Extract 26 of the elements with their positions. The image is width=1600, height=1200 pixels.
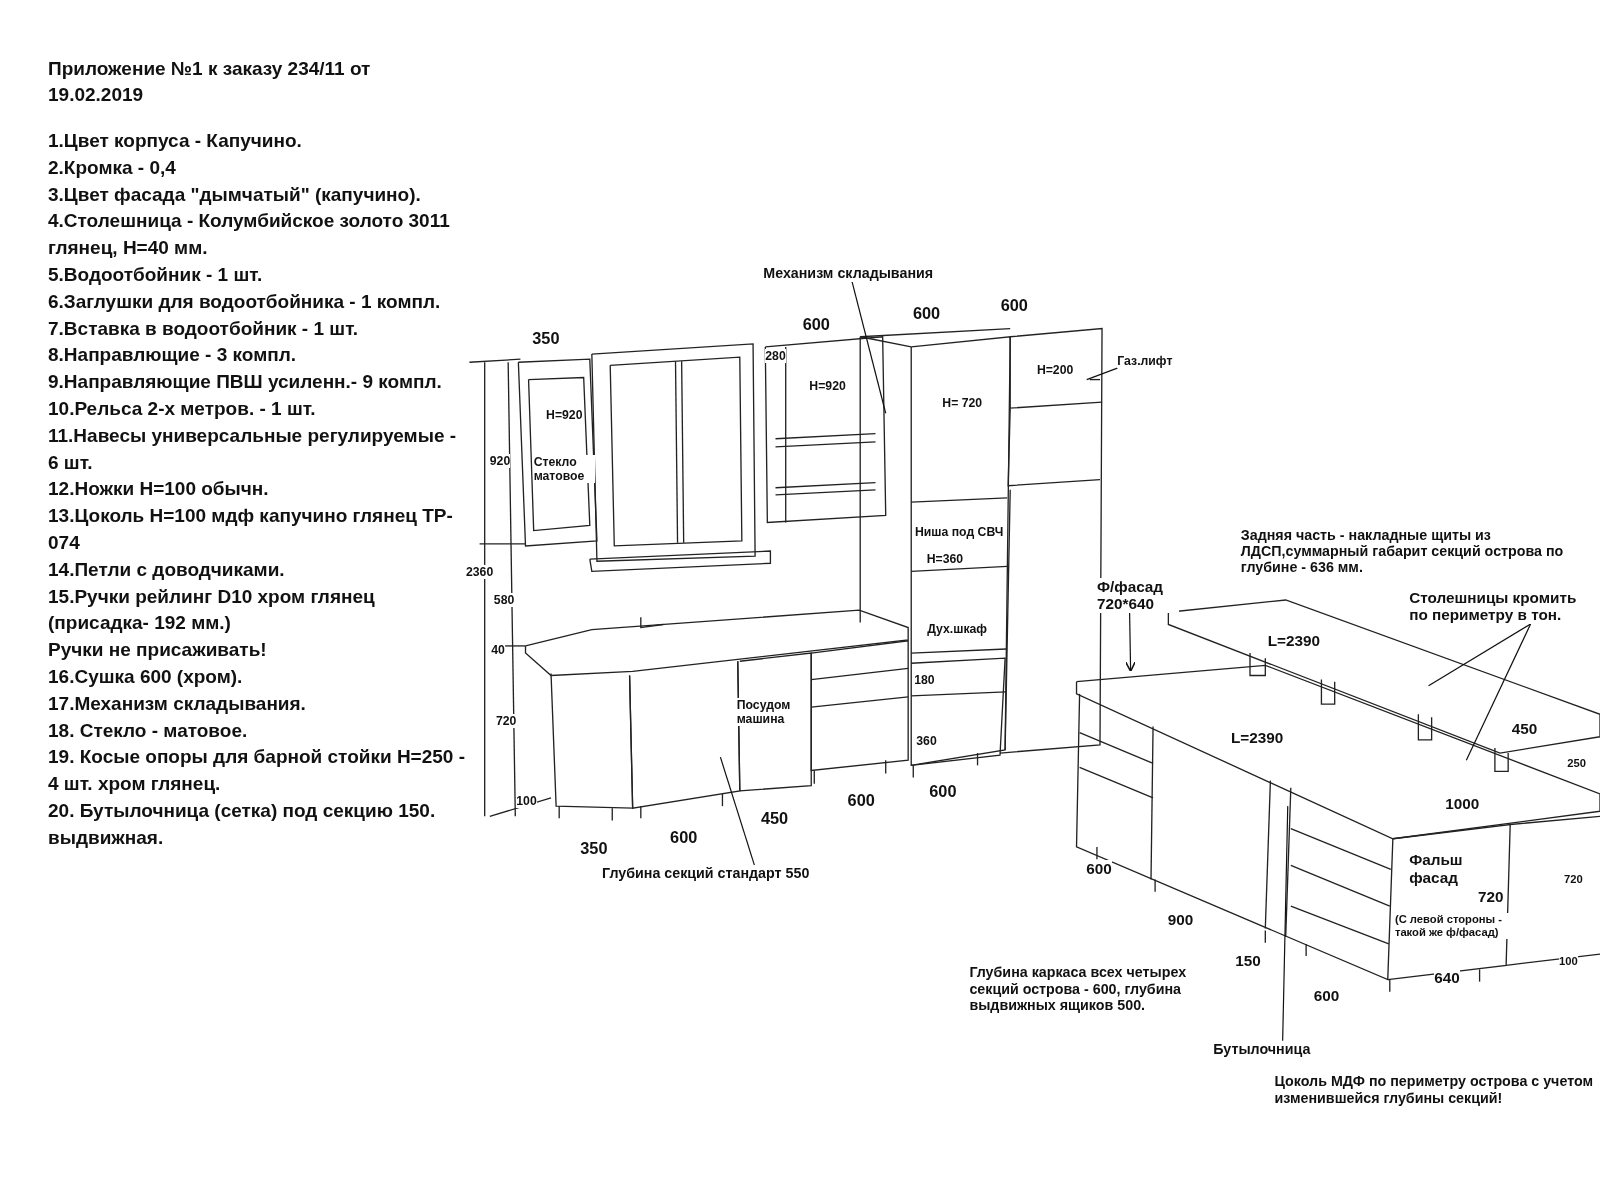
dimension-label: 280 — [765, 349, 786, 364]
dimension-label: 2360 — [465, 565, 494, 580]
callout-text: Ф/фасад 720*640 — [1096, 577, 1179, 613]
leader-line — [719, 756, 756, 868]
leader-line — [1124, 612, 1137, 673]
callout-text: Газ.лифт — [1117, 354, 1173, 369]
callout-text: Глубина секций стандарт 550 — [602, 865, 810, 882]
leader-line — [1086, 367, 1118, 381]
dimension-label: 580 — [493, 592, 515, 608]
part-label: Дух.шкаф — [927, 621, 988, 636]
dimension-label: 180 — [914, 672, 935, 687]
leader-line — [1465, 623, 1532, 761]
callout-text: Механизм складывания — [763, 265, 934, 282]
leader-line — [1427, 623, 1532, 687]
title-text: Приложение №1 к заказу 234/11 от 19.02.2019 — [48, 57, 372, 107]
dimension-label: 100 — [1559, 954, 1578, 968]
dimension-label: 100 — [516, 793, 537, 809]
part-label: Стекло матовое — [533, 455, 595, 484]
height-label: H=920 — [809, 378, 846, 393]
dimension-label: 360 — [916, 733, 937, 748]
leader-line — [1282, 805, 1289, 1042]
leader-line — [851, 281, 887, 414]
part-label: Ниша под СВЧ — [914, 524, 1004, 539]
dimension-label: 920 — [489, 454, 511, 469]
dimension-label: 720 — [495, 714, 517, 729]
dimension-label: 250 — [1567, 756, 1586, 770]
